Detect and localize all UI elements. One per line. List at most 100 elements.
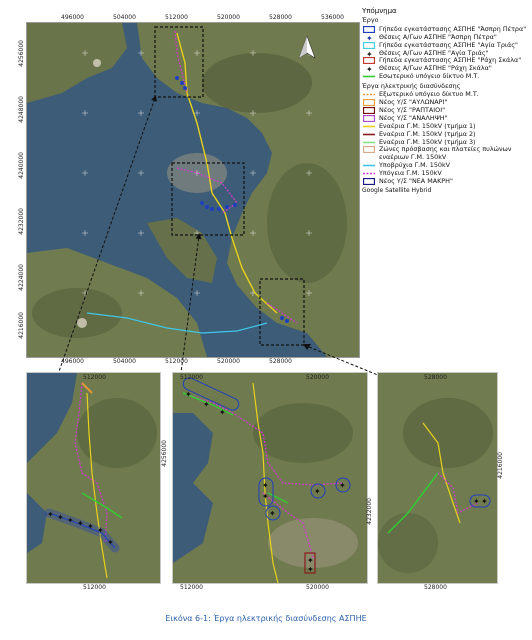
- legend-item: Γήπεδα εγκατάστασης ΑΣΠΗΕ "Αγία Τριάς": [362, 40, 528, 49]
- legend-symbol-icon: [362, 139, 376, 146]
- legend-symbol-icon: [362, 57, 376, 65]
- underground-line-mid: [176, 167, 238, 214]
- main-xtick-bottom-3: 520000: [217, 358, 240, 365]
- main-xtick-top-1: 504000: [113, 14, 136, 21]
- legend-symbol-icon: [362, 25, 376, 33]
- legend-item: Νέος Υ/Σ "ΑΝΑΛΗΨΗ": [362, 113, 528, 122]
- legend-item-label: Υπόγεια Γ.Μ. 150kV: [379, 168, 442, 177]
- legend-item: Εναέρια Γ.Μ. 150kV (τμήμα 3): [362, 137, 528, 146]
- svg-text:✦: ✦: [269, 509, 276, 518]
- legend-item-label: Θέσεις Α/Γων ΑΣΠΗΕ "Άσπρη Πέτρα": [379, 32, 497, 41]
- legend-section-interconnection: Έργα ηλεκτρικής διασύνδεσης: [362, 81, 461, 90]
- legend-item-label: Εναέρια Γ.Μ. 150kV (τμήμα 3): [379, 137, 476, 146]
- main-ytick-0: 4256000: [18, 40, 25, 67]
- mainland-north: [27, 23, 127, 103]
- main-xtick-bottom-1: 504000: [113, 358, 136, 365]
- legend-item-label: Εναέρια Γ.Μ. 150kV (τμήμα 1): [379, 121, 476, 130]
- legend-item: Εναέρια Γ.Μ. 150kV (τμήμα 1): [362, 121, 528, 130]
- legend-items-interconnection: Εξωτερικό υπόγειο δίκτυο Μ.Τ.Νέος Υ/Σ "Α…: [362, 90, 528, 185]
- legend-item: Υποβρύχια Γ.Μ. 150kV: [362, 160, 528, 169]
- svg-text:✦: ✦: [87, 522, 94, 531]
- legend-item-label: Γήπεδα εγκατάστασης ΑΣΠΗΕ "Ράχη Σκάλα": [379, 56, 522, 65]
- legend-symbol-icon: [362, 162, 376, 169]
- main-xtick-top-3: 520000: [217, 14, 240, 21]
- svg-text:✦: ✦: [366, 34, 373, 41]
- svg-text:✦: ✦: [339, 481, 346, 490]
- legend-item-label: Νέος Υ/Σ "ΝΕΑ ΜΑΚΡΗ": [379, 176, 453, 185]
- legend-symbol-icon: [362, 114, 376, 122]
- legend-item: Γήπεδα εγκατάστασης ΑΣΠΗΕ "Ράχη Σκάλα": [362, 56, 528, 65]
- main-ytick-4: 4224000: [18, 264, 25, 291]
- main-map[interactable]: [26, 22, 360, 358]
- legend-symbol-icon: [362, 91, 376, 98]
- main-ytick-3: 4232000: [18, 208, 25, 235]
- legend-item: Ζώνες πρόσβασης και πλατείες πυλώνων ενα…: [362, 146, 528, 161]
- svg-text:✦: ✦: [262, 492, 269, 501]
- legend-symbol-icon: ✦: [362, 50, 376, 57]
- turbine-stars-3: ✦✦: [473, 497, 488, 506]
- detail-box-3: [259, 278, 305, 346]
- legend-symbol-icon: [362, 131, 376, 138]
- turbines-south: [280, 316, 289, 323]
- main-xtick-top-2: 512000: [165, 14, 188, 21]
- legend-item-label: Εξωτερικό υπόγειο δίκτυο Μ.Τ.: [379, 90, 479, 99]
- legend-item-label: Εναέρια Γ.Μ. 150kV (τμήμα 2): [379, 129, 476, 138]
- legend-symbol-icon: [362, 146, 376, 154]
- legend-symbol-icon: [362, 177, 376, 185]
- legend-symbol-icon: [362, 98, 376, 106]
- svg-text:✦: ✦: [314, 487, 321, 496]
- main-ytick-5: 4216000: [18, 312, 25, 339]
- svg-text:✦: ✦: [185, 390, 192, 399]
- underground-line-south: [266, 302, 298, 324]
- turbines-north: [175, 76, 187, 90]
- svg-text:✦: ✦: [67, 516, 74, 525]
- svg-text:✦: ✦: [219, 408, 226, 417]
- svg-text:✦: ✦: [366, 50, 373, 57]
- svg-text:✦: ✦: [366, 65, 373, 72]
- legend-item: Γήπεδα εγκατάστασης ΑΣΠΗΕ "Άσπρη Πέτρα": [362, 25, 528, 33]
- inset2-xtick-bottom-0: 512000: [180, 584, 203, 591]
- map-legend: Υπόμνημα Έργο Γήπεδα εγκατάστασης ΑΣΠΗΕ …: [362, 7, 528, 194]
- inset-map-1[interactable]: ✦✦✦ ✦✦✦✦: [26, 372, 161, 584]
- legend-item: ✦ Θέσεις Α/Γων ΑΣΠΗΕ "Αγία Τριάς": [362, 48, 528, 57]
- svg-text:✦: ✦: [203, 400, 210, 409]
- legend-item: Εσωτερικό υπόγειο δίκτυο Μ.Τ.: [362, 72, 528, 80]
- legend-symbol-icon: [362, 170, 376, 177]
- legend-item: Νέος Υ/Σ "ΝΕΑ ΜΑΚΡΗ": [362, 176, 528, 185]
- legend-section-project: Έργο: [362, 16, 379, 25]
- main-xtick-top-0: 496000: [61, 14, 84, 21]
- svg-text:✦: ✦: [77, 519, 84, 528]
- main-xtick-top-4: 528000: [269, 14, 292, 21]
- svg-text:✦: ✦: [262, 481, 269, 490]
- main-ytick-1: 4248000: [18, 96, 25, 123]
- legend-item: Νέος Υ/Σ "ΡΑΠΤΑΙΟΙ": [362, 105, 528, 114]
- inset-map-2[interactable]: ✦✦✦ ✦✦✦ ✦✦✦✦: [172, 372, 368, 584]
- main-xtick-bottom-4: 528000: [269, 358, 292, 365]
- svg-text:✦: ✦: [97, 526, 104, 535]
- turbine-stars-2: ✦✦✦ ✦✦✦ ✦✦✦✦: [185, 390, 346, 574]
- inset3-xtick-top: 528000: [424, 374, 447, 381]
- legend-item-label: Νέος Υ/Σ "ΡΑΠΤΑΙΟΙ": [379, 105, 446, 114]
- legend-item: Εναέρια Γ.Μ. 150kV (τμήμα 2): [362, 129, 528, 138]
- main-xtick-top-5: 536000: [321, 14, 344, 21]
- svg-text:✦: ✦: [47, 510, 54, 519]
- inset1-xtick-bottom: 512000: [83, 584, 106, 591]
- legend-item-label: Γήπεδα εγκατάστασης ΑΣΠΗΕ "Αγία Τριάς": [379, 40, 518, 49]
- legend-item-label: Νέος Υ/Σ "ΑΥΛΩΝΑΡΙ": [379, 97, 448, 106]
- legend-item-label: Νέος Υ/Σ "ΑΝΑΛΗΨΗ": [379, 113, 448, 122]
- turbines-mid: [200, 201, 237, 211]
- legend-item-label: Υποβρύχια Γ.Μ. 150kV: [379, 160, 451, 169]
- legend-symbol-icon: ✦: [362, 65, 376, 72]
- inset-map-3[interactable]: ✦✦: [377, 372, 498, 584]
- main-xtick-bottom-2: 512000: [165, 358, 188, 365]
- inset3-xtick-bottom: 528000: [424, 584, 447, 591]
- legend-item-label: Θέσεις Α/Γων ΑΣΠΗΕ "Αγία Τριάς": [379, 48, 489, 57]
- inset1-xtick-top: 512000: [83, 374, 106, 381]
- legend-item: ✦ Θέσεις Α/Γων ΑΣΠΗΕ "Άσπρη Πέτρα": [362, 32, 528, 41]
- svg-text:✦: ✦: [307, 565, 314, 574]
- legend-symbol-icon: [362, 106, 376, 114]
- figure-caption: Εικόνα 6-1: Έργα ηλεκτρικής διασύνδεσης …: [165, 614, 367, 623]
- legend-item-label: Ζώνες πρόσβασης και πλατείες πυλώνων ενα…: [379, 145, 512, 161]
- legend-title: Υπόμνημα: [362, 7, 397, 15]
- detail-box-1: [154, 26, 204, 98]
